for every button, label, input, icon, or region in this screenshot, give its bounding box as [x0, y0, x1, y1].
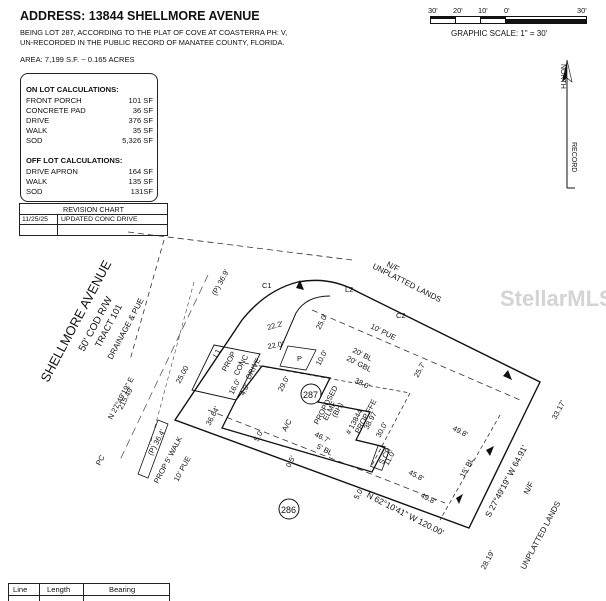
legal-description-line-1: BEING LOT 287, ACCORDING TO THE PLAT OF … — [20, 28, 288, 37]
svg-text:10.0': 10.0' — [314, 348, 330, 367]
svg-text:P: P — [297, 354, 302, 363]
proposed-house — [221, 365, 386, 473]
svg-text:N/F: N/F — [522, 480, 536, 496]
off-lot-title: OFF LOT CALCULATIONS: — [26, 156, 123, 165]
revision-note: UPDATED CONC DRIVE — [61, 216, 138, 223]
svg-text:UNPLATTED LANDS: UNPLATTED LANDS — [371, 262, 443, 304]
svg-text:25.7': 25.7' — [412, 360, 428, 379]
svg-text:30.0': 30.0' — [374, 420, 390, 439]
north-label: NORTH — [559, 64, 566, 89]
svg-text:36.64': 36.64' — [204, 404, 222, 427]
svg-text:38.0': 38.0' — [353, 376, 372, 392]
on-lot-title: ON LOT CALCULATIONS: — [26, 85, 119, 94]
north-arrow-icon: NORTH RECORD — [559, 59, 577, 189]
line-table-header-bearing: Bearing — [109, 585, 136, 594]
svg-text:L2: L2 — [345, 285, 353, 294]
svg-text:45.8': 45.8' — [407, 468, 426, 484]
svg-text:28.19': 28.19' — [479, 548, 497, 571]
svg-text:(P) 36.4': (P) 36.4' — [146, 427, 167, 457]
svg-text:UNPLATTED LANDS: UNPLATTED LANDS — [519, 500, 563, 571]
line-table-header-length: Length — [47, 585, 71, 594]
svg-text:5' BL: 5' BL — [315, 442, 334, 458]
revision-chart: REVISION CHART 11/25/25 UPDATED CONC DRI… — [19, 203, 168, 236]
house-label: PROPOSED ELMF (BH) # 13844 PROP FFE 38.9… — [312, 384, 379, 436]
svg-text:25.00: 25.00 — [174, 364, 191, 385]
lot-boundary — [173, 279, 541, 529]
svg-text:5.0': 5.0' — [352, 486, 366, 501]
svg-text:15' BL: 15' BL — [458, 456, 476, 479]
svg-text:0.5': 0.5' — [284, 454, 298, 469]
line-table-header-line: Line — [13, 585, 28, 594]
svg-text:25.0': 25.0' — [314, 312, 330, 331]
revision-date: 11/25/25 — [22, 216, 48, 223]
svg-text:22.0': 22.0' — [267, 339, 285, 351]
line-table: Line Length Bearing — [8, 583, 170, 601]
area-text: AREA: 7,199 S.F. ~ 0.165 ACRES — [20, 55, 135, 64]
watermark: StellarMLS — [500, 286, 606, 311]
svg-text:49.8': 49.8' — [419, 491, 438, 507]
svg-text:A/C: A/C — [280, 417, 294, 433]
svg-text:L1: L1 — [211, 347, 223, 359]
record-label: RECORD — [570, 142, 577, 172]
address-title: ADDRESS: 13844 SHELLMORE AVENUE — [20, 9, 260, 23]
legal-description-line-2: UN-RECORDED IN THE PUBLIC RECORD OF MANA… — [20, 38, 285, 47]
lot-number-south: 286 — [281, 505, 296, 515]
svg-text:PC: PC — [94, 453, 107, 467]
svg-text:22.2': 22.2' — [266, 319, 284, 332]
dimension-labels: C1 C2 L2 L1 10' PUE 20' BL 20' GBL 38.0'… — [94, 267, 568, 571]
lot-number: 287 — [303, 390, 318, 400]
svg-text:10' PUE: 10' PUE — [369, 322, 397, 342]
svg-text:C2: C2 — [396, 311, 406, 320]
scale-label: GRAPHIC SCALE: 1" = 30' — [451, 29, 548, 38]
svg-text:(P) 36.9': (P) 36.9' — [210, 267, 231, 297]
svg-text:10' PUE: 10' PUE — [172, 455, 193, 483]
svg-text:29.0': 29.0' — [276, 374, 292, 393]
svg-text:33.17': 33.17' — [550, 398, 568, 421]
svg-text:C1: C1 — [262, 281, 272, 290]
revision-chart-title: REVISION CHART — [63, 205, 124, 214]
svg-text:49.8': 49.8' — [451, 424, 470, 440]
